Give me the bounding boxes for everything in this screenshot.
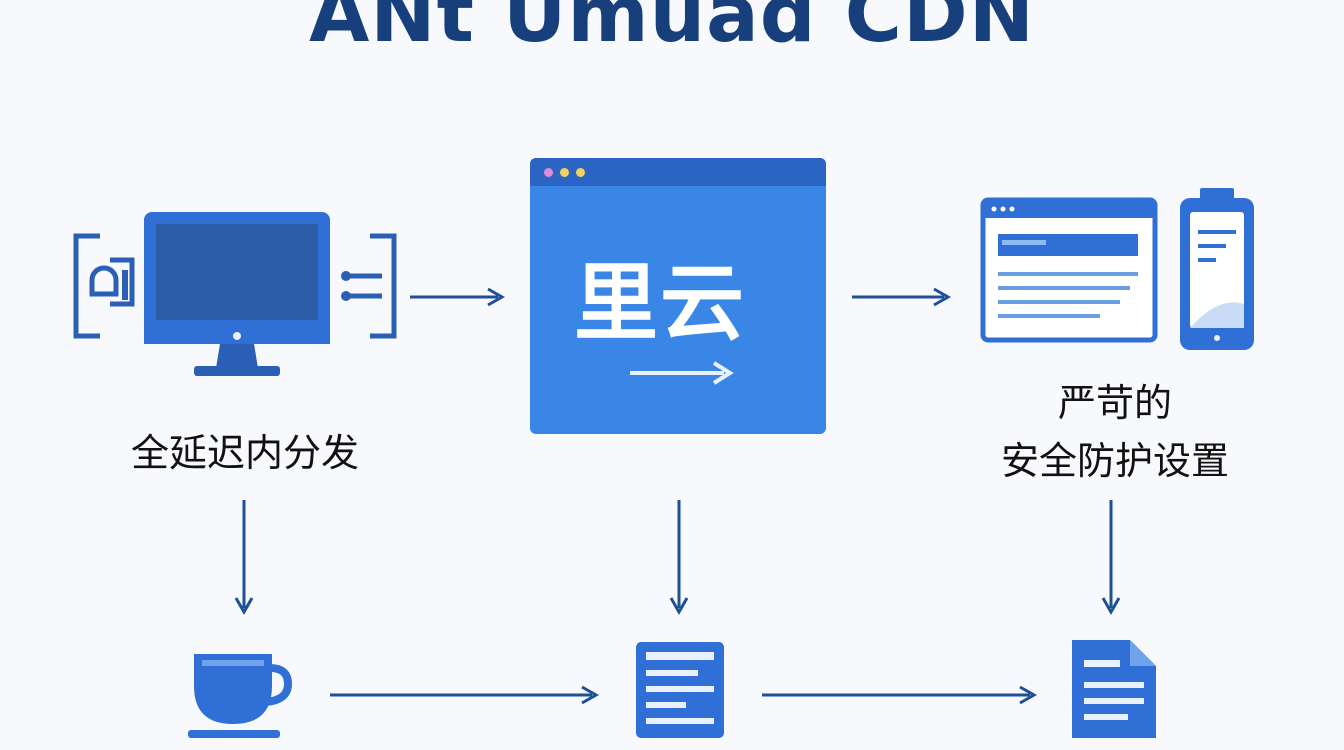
arrow-right-down — [1101, 500, 1121, 616]
diagram-title: ANt Umuad CDN — [308, 0, 1036, 60]
arrow-bottom-center-to-right — [762, 685, 1038, 705]
arrow-center-down — [669, 500, 689, 616]
center-browser-window: 里云 — [530, 158, 826, 434]
browser-titlebar — [530, 158, 826, 186]
right-node-label-line2: 安全防护设置 — [1000, 439, 1229, 483]
arrow-center-to-right — [852, 287, 952, 307]
arrow-left-to-center — [410, 287, 506, 307]
arrow-left-down — [234, 500, 254, 616]
document-file-icon — [1072, 640, 1156, 738]
browser-and-phone-icon — [980, 188, 1254, 350]
window-dot-pink — [544, 168, 553, 177]
center-node-text: 里云 — [574, 254, 747, 352]
arrow-bottom-left-to-center — [330, 685, 600, 705]
center-arrow-icon — [630, 361, 734, 385]
coffee-cup-icon — [188, 654, 293, 738]
left-node-label: 全延迟内分发 — [130, 431, 359, 475]
right-node-label-line1: 严苛的 — [1057, 381, 1172, 425]
window-dot-yellow-2 — [576, 168, 585, 177]
document-list-icon — [636, 642, 724, 738]
desktop-computer-icon — [73, 212, 397, 376]
window-dot-yellow — [560, 168, 569, 177]
